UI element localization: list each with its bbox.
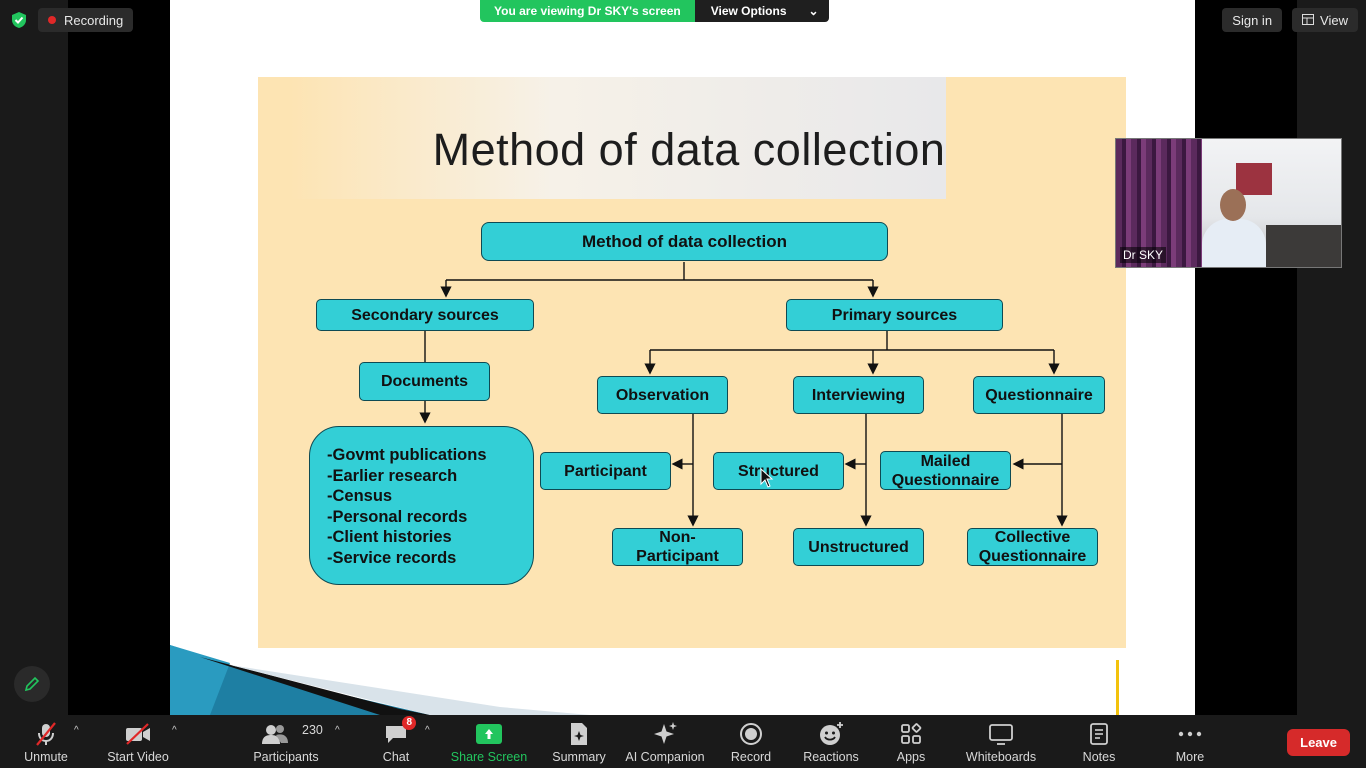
notes-button[interactable]: Notes — [1078, 715, 1120, 768]
recording-label: Recording — [64, 12, 124, 28]
start-video-label: Start Video — [107, 750, 169, 764]
apps-button[interactable]: Apps — [892, 715, 930, 768]
audio-options-chevron-icon[interactable]: ^ — [74, 725, 79, 736]
recording-dot-icon — [48, 16, 56, 24]
more-dots-icon — [1178, 720, 1202, 748]
summary-icon — [568, 720, 590, 748]
ai-sparkle-icon — [652, 720, 678, 748]
participants-chevron-icon[interactable]: ^ — [335, 725, 340, 736]
reactions-button[interactable]: Reactions — [800, 715, 862, 768]
summary-label: Summary — [552, 750, 606, 764]
unmute-label: Unmute — [24, 750, 68, 764]
chevron-down-icon: ⌄ — [808, 4, 819, 18]
slide-title: Method of data collection — [432, 124, 946, 175]
participant-video-tile[interactable]: Dr SKY — [1115, 138, 1342, 268]
shield-icon — [8, 9, 30, 31]
diagram-connectors — [419, 262, 1068, 527]
annotation-mark — [1116, 660, 1119, 715]
ai-companion-button[interactable]: AI Companion — [624, 715, 706, 768]
view-button[interactable]: View — [1292, 8, 1358, 32]
sign-in-button[interactable]: Sign in — [1222, 8, 1283, 32]
share-screen-label: Share Screen — [450, 750, 528, 764]
view-grid-icon — [1302, 13, 1315, 28]
record-icon — [739, 720, 763, 748]
video-options-chevron-icon[interactable]: ^ — [172, 725, 177, 736]
video-off-icon — [124, 720, 152, 748]
more-label: More — [1175, 750, 1205, 764]
node-mailed-questionnaire: Mailed Questionnaire — [880, 451, 1011, 490]
participants-button[interactable]: 230 Participants — [250, 715, 323, 768]
participants-icon: 230 — [250, 720, 323, 748]
meeting-toolbar: Unmute ^ Start Video ^ 230 Participants … — [0, 715, 1366, 768]
notes-icon — [1088, 720, 1110, 748]
unmute-button[interactable]: Unmute — [22, 715, 70, 768]
start-video-button[interactable]: Start Video — [104, 715, 172, 768]
top-right-controls: Sign in View — [1222, 8, 1358, 32]
reactions-label: Reactions — [803, 750, 859, 764]
view-options-label: View Options — [710, 4, 787, 18]
record-label: Record — [730, 750, 772, 764]
meeting-status: Recording — [8, 8, 134, 32]
record-button[interactable]: Record — [728, 715, 774, 768]
mouse-cursor-icon — [760, 468, 774, 488]
apps-label: Apps — [896, 750, 926, 764]
more-button[interactable]: More — [1170, 715, 1210, 768]
ai-companion-label: AI Companion — [625, 750, 705, 764]
whiteboards-label: Whiteboards — [965, 750, 1037, 764]
node-structured: Structured — [713, 452, 844, 490]
whiteboards-button[interactable]: Whiteboards — [962, 715, 1040, 768]
node-root: Method of data collection — [481, 222, 888, 261]
viewing-label: You are viewing Dr SKY's screen — [480, 0, 695, 22]
participants-count: 230 — [302, 723, 323, 737]
smiley-icon — [818, 720, 844, 748]
chat-label: Chat — [382, 750, 410, 764]
chat-chevron-icon[interactable]: ^ — [425, 725, 430, 736]
node-secondary-sources: Secondary sources — [316, 299, 534, 331]
chat-icon: 8 — [384, 716, 416, 748]
node-observation: Observation — [597, 376, 728, 414]
leave-button[interactable]: Leave — [1287, 729, 1350, 756]
node-collective-questionnaire: Collective Questionnaire — [967, 528, 1098, 566]
sign-in-label: Sign in — [1232, 12, 1273, 28]
apps-icon — [899, 720, 923, 748]
node-interviewing: Interviewing — [793, 376, 924, 414]
node-documents: Documents — [359, 362, 490, 401]
chat-button[interactable]: 8 Chat — [375, 715, 417, 768]
view-label: View — [1320, 12, 1348, 28]
participant-name: Dr SKY — [1120, 247, 1167, 263]
slide-decoration — [170, 645, 590, 715]
node-primary-sources: Primary sources — [786, 299, 1003, 331]
share-screen-icon — [476, 720, 502, 748]
node-participant: Participant — [540, 452, 671, 490]
node-questionnaire: Questionnaire — [973, 376, 1105, 414]
node-non-participant: Non- Participant — [612, 528, 743, 566]
whiteboard-icon — [988, 720, 1014, 748]
node-unstructured: Unstructured — [793, 528, 924, 566]
notes-label: Notes — [1082, 750, 1116, 764]
view-options-button[interactable]: View Options ⌄ — [694, 0, 829, 22]
summary-button[interactable]: Summary — [550, 715, 608, 768]
node-document-types: -Govmt publications -Earlier research -C… — [309, 426, 534, 585]
pencil-icon — [24, 676, 40, 692]
chat-badge: 8 — [402, 716, 416, 730]
viewing-banner: You are viewing Dr SKY's screen View Opt… — [480, 0, 829, 22]
participant-video — [1220, 189, 1246, 221]
muted-mic-icon — [33, 720, 59, 748]
share-screen-button[interactable]: Share Screen — [450, 715, 528, 768]
participants-label: Participants — [253, 750, 319, 764]
recording-indicator[interactable]: Recording — [38, 8, 134, 32]
annotate-pencil-button[interactable] — [14, 666, 50, 702]
